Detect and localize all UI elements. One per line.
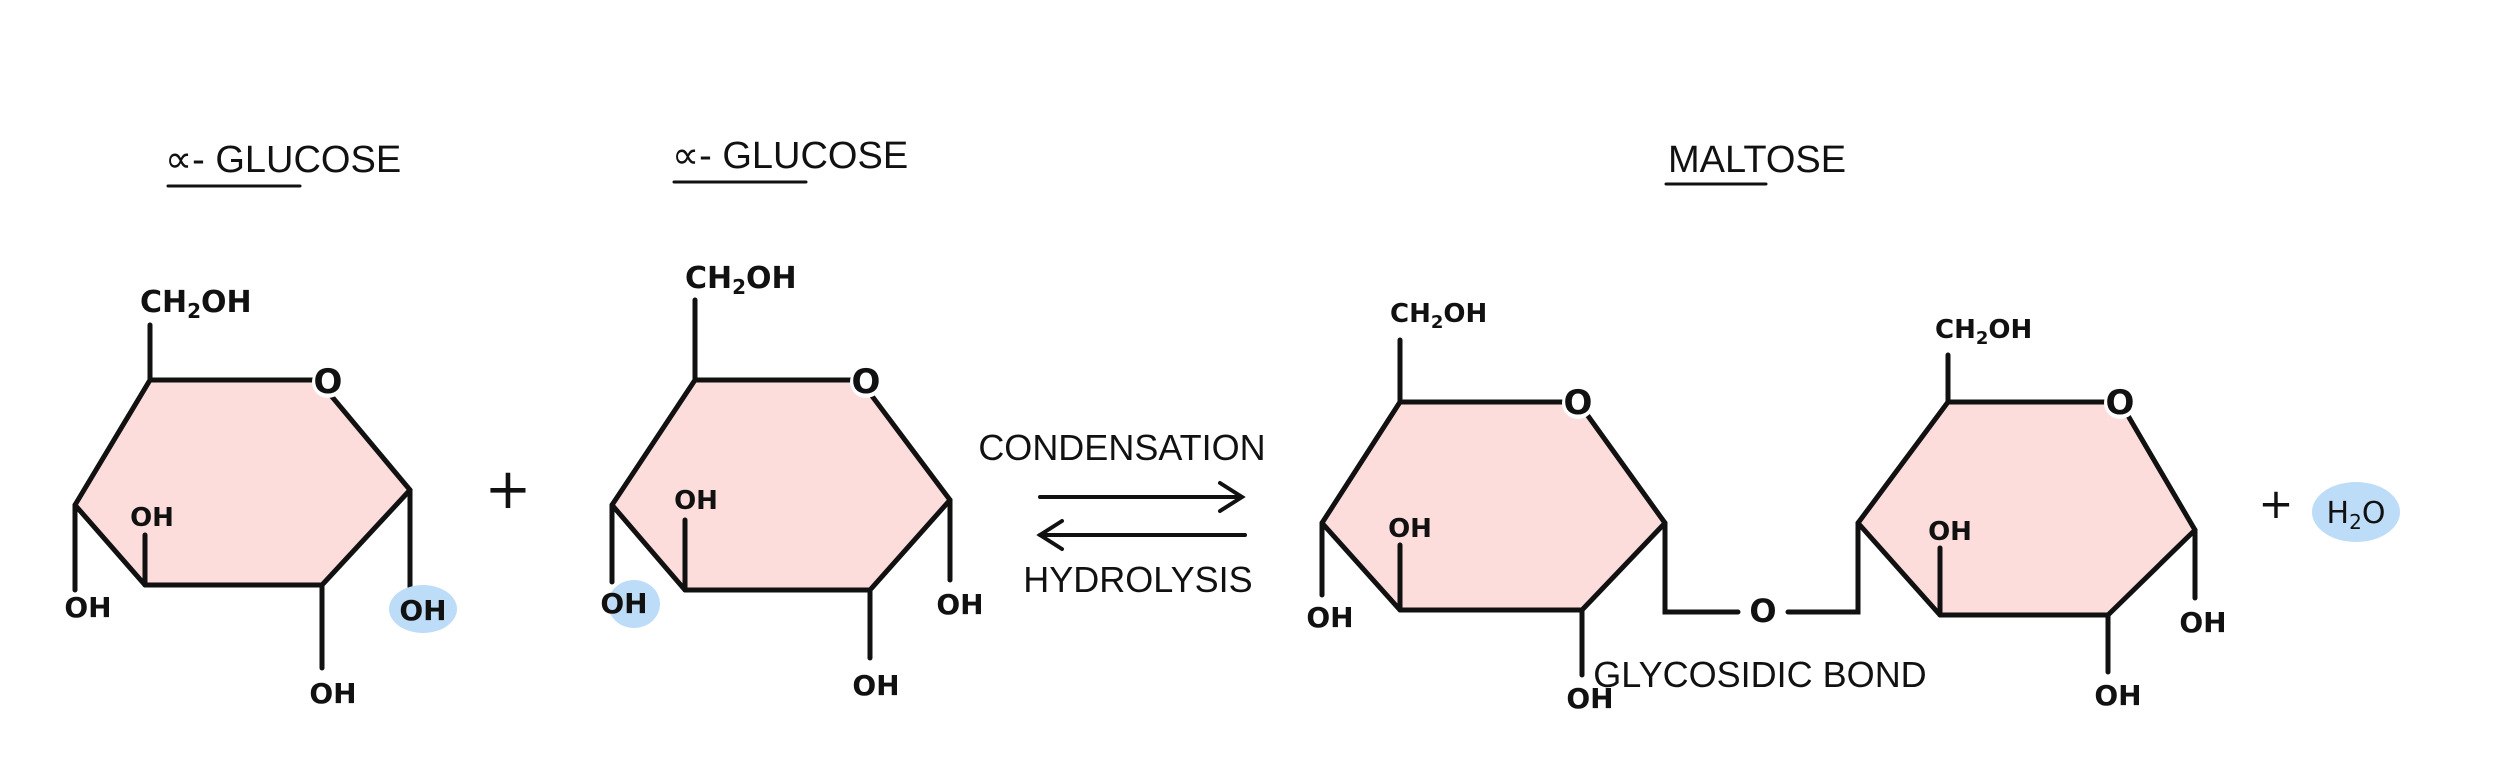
glucose-1-c3-oh: OH	[130, 503, 174, 533]
maltose-right-ring-oxygen-bg	[2104, 387, 2136, 419]
glucose-2-c4-oh-highlight	[608, 580, 660, 628]
maltose-molecule: CH2OH O OH OH OH O GLYCOSIDIC BOND CH2OH…	[1306, 299, 2226, 715]
maltose-right-ch2oh: CH2OH	[1935, 315, 2032, 349]
title-alpha-glucose-1: ∝- GLUCOSE	[165, 139, 401, 181]
glucose-2-c1-oh: OH	[936, 588, 983, 621]
maltose-left-ring-oxygen: O	[1564, 383, 1593, 423]
water-highlight	[2312, 482, 2400, 542]
glucose-molecule-1: CH2OH O OH OH OH OH	[64, 285, 457, 710]
glycosidic-bond-label: GLYCOSIDIC BOND	[1593, 654, 1926, 695]
maltose-right-ring-oxygen: O	[2106, 383, 2135, 423]
forward-arrow-head	[1218, 481, 1246, 513]
glucose-1-ring-oxygen-bg	[312, 366, 344, 398]
maltose-left-ring-oxygen-bg	[1562, 387, 1594, 419]
glucose-1-c1-oh: OH	[399, 594, 446, 627]
maltose-right-c1-oh: OH	[2179, 606, 2226, 639]
glucose-2-c2-oh: OH	[852, 669, 899, 702]
glucose-1-ch2oh: CH2OH	[140, 285, 252, 323]
plus-sign-1: +	[485, 457, 532, 522]
glycosidic-bond-left	[1662, 520, 1741, 615]
reverse-arrow-head	[1036, 519, 1064, 551]
glycosidic-oxygen: O	[1749, 592, 1776, 630]
maltose-left-ring	[1319, 399, 1668, 613]
glucose-2-ring-oxygen-bg	[850, 366, 882, 398]
condensation-label: CONDENSATION	[978, 427, 1265, 468]
plus-sign-2: +	[2258, 479, 2293, 528]
water-molecule: H2O	[2327, 496, 2386, 534]
title-alpha-glucose-2: ∝- GLUCOSE	[672, 135, 908, 177]
glucose-2-c3-oh: OH	[674, 486, 718, 516]
maltose-right-c2-oh: OH	[2094, 679, 2141, 712]
reaction-arrows: CONDENSATION HYDROLYSIS	[978, 427, 1265, 600]
hydrolysis-label: HYDROLYSIS	[1023, 559, 1252, 600]
maltose-right-ring	[1855, 399, 2198, 618]
maltose-left-c2-oh: OH	[1566, 682, 1613, 715]
maltose-left-c4-oh: OH	[1306, 601, 1353, 634]
glucose-2-ring-oxygen: O	[852, 362, 881, 402]
glucose-2-ch2oh: CH2OH	[685, 261, 797, 299]
glucose-1-ring-oxygen: O	[314, 362, 343, 402]
glucose-1-ring	[72, 377, 413, 588]
maltose-left-ch2oh: CH2OH	[1390, 299, 1487, 333]
glucose-2-c4-oh: OH	[600, 587, 647, 620]
maltose-left-c3-oh: OH	[1388, 514, 1432, 544]
glucose-2-ring	[609, 377, 953, 593]
title-maltose: MALTOSE	[1668, 139, 1846, 181]
maltose-right-c3-oh: OH	[1928, 517, 1972, 547]
glycosidic-bond-right	[1785, 520, 1861, 615]
glucose-1-c1-oh-highlight	[389, 585, 457, 633]
glucose-1-c4-oh: OH	[64, 591, 111, 624]
glucose-molecule-2: CH2OH O OH OH OH OH	[600, 261, 983, 702]
glucose-1-c2-oh: OH	[309, 677, 356, 710]
